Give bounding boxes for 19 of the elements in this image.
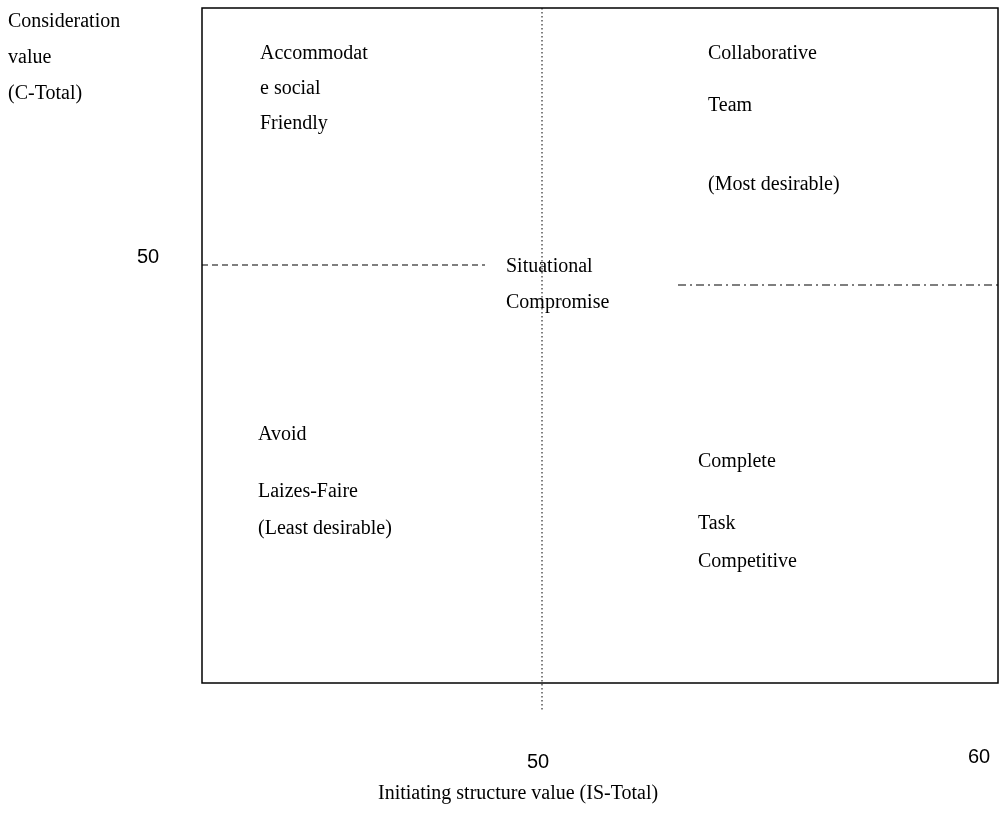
quadrant-label: Task [698,510,736,535]
quadrant-label: Team [708,92,753,117]
axis-title: Initiating structure value (IS-Total) [378,780,659,806]
quadrant-label: Complete [698,448,776,474]
tick-label: 60 [968,744,991,769]
quadrant-label: Laizes-Faire [258,478,358,503]
quadrant-label: Competitive [698,548,797,574]
tick-label: 50 [137,244,160,269]
quadrant-label: (Least desirable) [258,515,392,541]
tick-label: 50 [527,749,550,774]
quadrant-label: (Most desirable) [708,171,840,197]
quadrant-label: Avoid [258,421,307,446]
quadrant-label: Accommodat [260,40,368,65]
quadrant-label: Friendly [260,110,328,136]
quadrant-label: Situational Compromise [506,253,611,315]
quadrant-label: e social [260,75,321,100]
quadrant-label: Collaborative [708,40,817,65]
axis-title: Consideration value [8,8,122,69]
axis-title: (C-Total) [8,80,83,106]
